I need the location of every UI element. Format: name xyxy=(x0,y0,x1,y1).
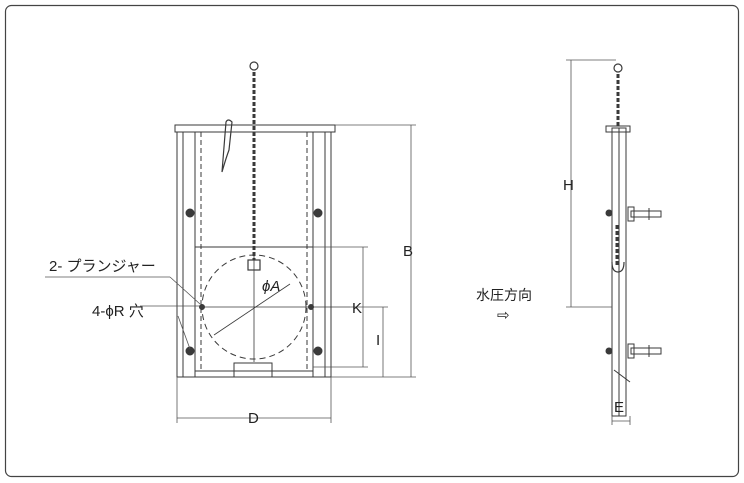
side-view xyxy=(605,63,662,417)
left-rail xyxy=(176,131,196,378)
dim-d-label: D xyxy=(248,410,259,427)
dim-k-label: K xyxy=(352,300,362,317)
dim-h-label: H xyxy=(563,177,574,194)
anchor-bolt xyxy=(630,347,662,355)
anchor-bolt xyxy=(630,210,662,218)
outer-border xyxy=(4,4,740,478)
dim-e-label: E xyxy=(614,399,624,416)
water-pressure-label: 水圧方向 xyxy=(476,287,532,303)
holes-label: 4-ϕR 穴 xyxy=(92,303,144,320)
dim-i-label: I xyxy=(376,332,380,349)
front-view xyxy=(174,61,350,378)
bolt xyxy=(185,208,323,356)
side-dimensions xyxy=(566,59,631,425)
dim-b-label: B xyxy=(403,243,413,260)
right-rail xyxy=(312,131,332,378)
diameter-label: ϕA xyxy=(262,278,280,295)
chain-ring xyxy=(249,61,259,71)
hook xyxy=(221,119,233,173)
front-dimensions xyxy=(45,124,416,423)
direction-arrow-icon: ⇨ xyxy=(497,307,510,324)
plunger-label: 2- プランジャー xyxy=(49,258,156,275)
